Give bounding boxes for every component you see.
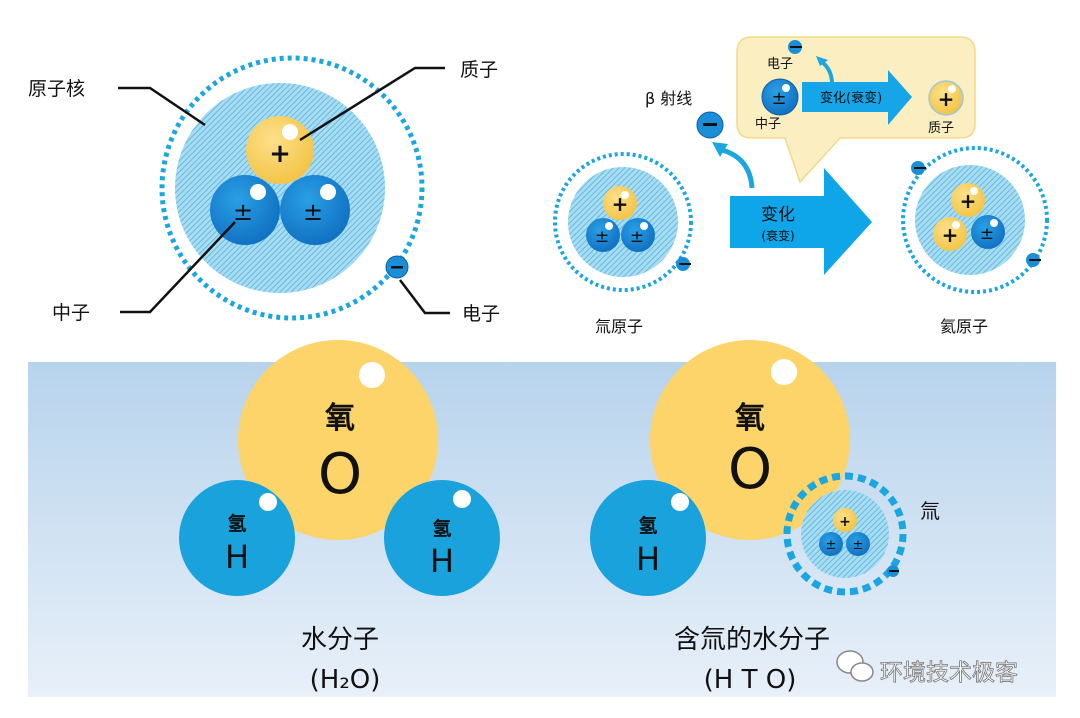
electron-label: 电子 <box>462 303 500 325</box>
svg-text:H: H <box>636 540 660 578</box>
svg-text:±: ± <box>826 538 837 553</box>
callout-neutron-label: 中子 <box>755 117 781 132</box>
callout-proton-label: 质子 <box>928 121 954 136</box>
tritium-atom: + ± ± <box>553 152 693 292</box>
svg-text:氧: 氧 <box>325 401 355 436</box>
neutron-label: 中子 <box>52 302 90 324</box>
callout-electron-label: 电子 <box>767 57 793 72</box>
watermark: 环境技术极客 <box>836 650 1018 686</box>
neutron: ± <box>761 78 799 116</box>
nucleus-label: 原子核 <box>28 78 85 100</box>
decay-arrow <box>730 168 872 275</box>
leader-lines <box>118 66 450 315</box>
hto-title: 含氚的水分子 <box>674 625 830 655</box>
proton: + <box>246 116 314 184</box>
hto-formula: (H T O) <box>704 665 797 695</box>
svg-text:±: ± <box>630 227 644 247</box>
beta-electron <box>696 111 724 139</box>
callout: 电子 ± 中子 变化(衰变) + 质子 <box>736 36 976 184</box>
hto-molecule: 氧 O 氢 H + ± ± <box>590 340 907 596</box>
svg-text:H: H <box>225 538 249 576</box>
svg-text:氧: 氧 <box>735 401 765 436</box>
svg-text:+: + <box>942 223 959 247</box>
proton: + <box>928 80 964 116</box>
helium-atom: + + ± <box>901 146 1049 294</box>
atom-structure: + ± ± 原子核 质子 中子 电子 <box>28 55 500 325</box>
electron <box>385 255 409 279</box>
proton-label: 质子 <box>460 59 498 81</box>
decay-diagram: 电子 ± 中子 变化(衰变) + 质子 + ± ± 氚原子 β 射线 <box>553 36 1049 336</box>
decay-arrow-label: 变化 <box>761 205 795 225</box>
svg-text:±: ± <box>980 224 994 244</box>
water-formula: (H₂O) <box>310 665 381 695</box>
water-title: 水分子 <box>301 625 379 655</box>
svg-text:氢: 氢 <box>227 512 246 535</box>
neutron: ± <box>280 175 350 245</box>
svg-text:+: + <box>938 87 955 111</box>
svg-text:氢: 氢 <box>638 514 657 537</box>
svg-text:+: + <box>960 189 977 213</box>
svg-text:+: + <box>612 192 629 216</box>
water-molecule: 氧 O 氢 H 氢 H <box>179 340 500 596</box>
decay-arrow-sublabel: (衰变) <box>761 228 794 243</box>
nucleus <box>175 83 385 293</box>
molecules-panel: 氧 O 氢 H 氢 H 水分子 (H₂O) 氧 O 氢 H + ± ± <box>28 340 1056 697</box>
electron-orbit <box>159 55 425 321</box>
svg-text:+: + <box>269 139 291 169</box>
callout-arrow-label: 变化(衰变) <box>820 90 882 106</box>
svg-text:O: O <box>318 442 362 507</box>
svg-text:H: H <box>430 542 454 580</box>
svg-text:+: + <box>839 514 851 530</box>
svg-text:±: ± <box>233 198 253 226</box>
tritium-atom-label: 氚原子 <box>595 317 643 336</box>
beta-ray-label: β 射线 <box>645 89 692 108</box>
svg-text:±: ± <box>853 538 864 553</box>
tritium-label: 氚 <box>920 499 940 523</box>
watermark-text: 环境技术极客 <box>880 660 1018 686</box>
wechat-icon <box>836 650 874 682</box>
svg-text:±: ± <box>595 227 609 247</box>
svg-text:±: ± <box>771 88 786 109</box>
callout-arrow <box>802 70 912 125</box>
helium-atom-label: 氦原子 <box>940 317 988 336</box>
svg-text:氢: 氢 <box>432 517 451 540</box>
svg-text:O: O <box>728 437 772 502</box>
electron <box>788 40 802 54</box>
neutron: ± <box>210 175 280 245</box>
svg-text:±: ± <box>303 198 323 226</box>
